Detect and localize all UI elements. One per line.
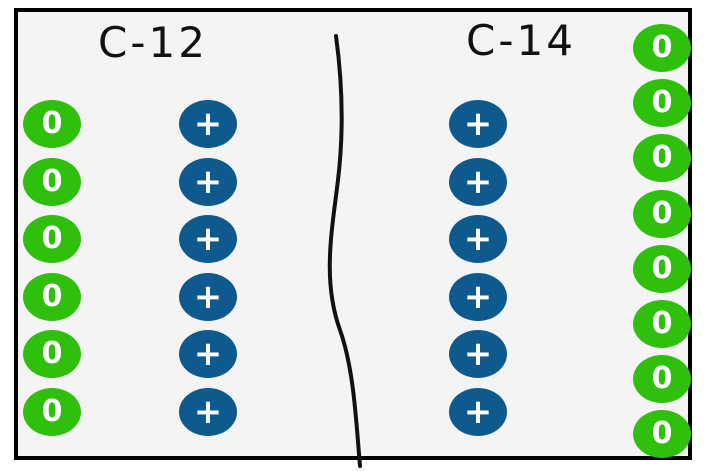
c14-neutron: 0 — [633, 189, 691, 238]
c12-proton: + — [179, 272, 237, 321]
c14-neutron: 0 — [633, 79, 691, 128]
c12-neutron: 0 — [23, 100, 81, 148]
c12-neutron: 0 — [23, 272, 81, 321]
c14-neutron: 0 — [633, 300, 691, 348]
c14-proton: + — [449, 157, 507, 206]
isotope-label-c14: C-14 — [466, 16, 576, 65]
c14-proton: + — [449, 272, 507, 321]
c14-proton: + — [449, 387, 507, 436]
c14-proton: + — [449, 215, 507, 263]
c12-proton: + — [179, 157, 237, 206]
c12-proton: + — [179, 215, 237, 263]
c14-neutron: 0 — [633, 410, 691, 459]
c14-neutron: 0 — [633, 24, 691, 72]
isotope-label-c12: C-12 — [98, 18, 208, 67]
c12-neutron: 0 — [23, 330, 81, 378]
c12-neutron: 0 — [23, 215, 81, 263]
c14-neutron: 0 — [633, 134, 691, 183]
c14-proton: + — [449, 330, 507, 378]
c12-proton: + — [179, 100, 237, 148]
c12-neutron: 0 — [23, 157, 81, 206]
c14-proton: + — [449, 100, 507, 148]
c12-neutron: 0 — [23, 387, 81, 436]
c14-neutron: 0 — [633, 244, 691, 293]
c12-proton: + — [179, 330, 237, 378]
c14-neutron: 0 — [633, 355, 691, 404]
c12-proton: + — [179, 387, 237, 436]
